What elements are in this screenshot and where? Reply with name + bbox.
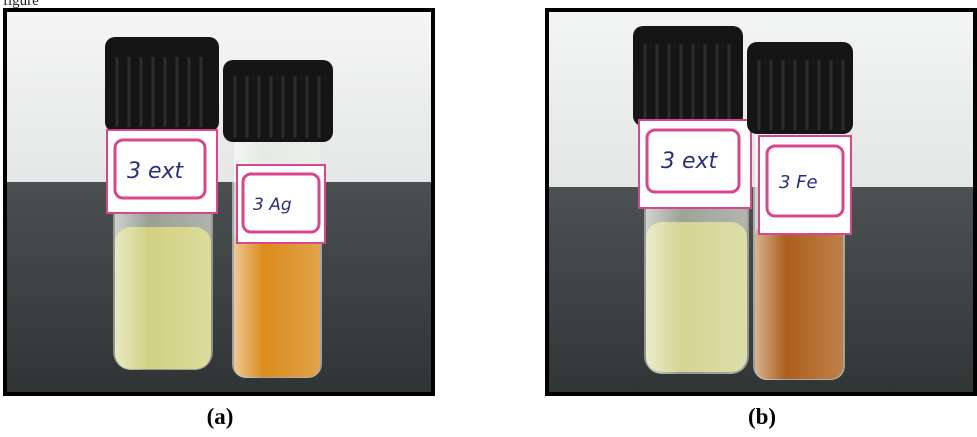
top-note: figure (3, 0, 39, 9)
vial-label-text: 3 ext (127, 159, 185, 184)
vial-left-b: 3 ext (633, 26, 752, 374)
vial-cap (633, 26, 743, 126)
vial-label (236, 164, 326, 244)
vial-label (758, 135, 852, 235)
photo-panel-b: 3 ext 3 Fe (545, 8, 977, 396)
caption-a: (a) (206, 404, 234, 429)
vial-cap (747, 42, 853, 134)
vial-left-a: 3 ext (105, 37, 219, 370)
vials-photo-b: 3 ext 3 Fe (549, 12, 973, 392)
vials-photo-a: 3 ext 3 Ag (7, 12, 431, 392)
vial-right-b: 3 Fe (747, 42, 853, 380)
vial-label-text: 3 ext (661, 149, 719, 174)
photo-panel-a: 3 ext 3 Ag (3, 8, 435, 396)
vial-label-text: 3 Fe (779, 172, 818, 193)
vial-cap (223, 60, 333, 142)
vial-label-text: 3 Ag (253, 195, 292, 215)
vial-right-a: 3 Ag (223, 60, 333, 378)
caption-b: (b) (747, 404, 777, 429)
table-surface (7, 182, 431, 392)
